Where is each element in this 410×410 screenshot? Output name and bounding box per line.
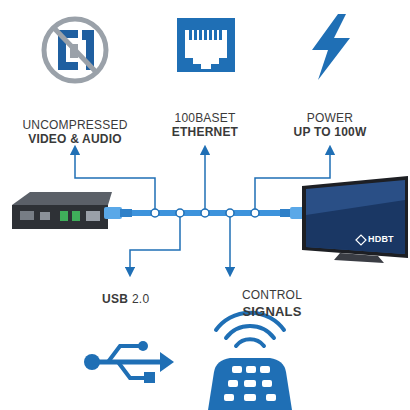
remote-icon xyxy=(208,313,292,410)
tv-screen-shade xyxy=(306,200,405,254)
hdbt-logo-mark xyxy=(356,235,366,245)
remote-buttons xyxy=(224,366,276,401)
tv-stand xyxy=(334,253,384,263)
logo-text: HDBT xyxy=(368,234,394,245)
device-port xyxy=(40,212,50,220)
prohibition-bar xyxy=(54,28,96,72)
tap-points xyxy=(151,209,259,217)
rj45-plug xyxy=(104,207,122,219)
usb-branch xyxy=(118,362,146,378)
usb-stem xyxy=(92,360,160,365)
usb-tip xyxy=(138,341,148,351)
port-body xyxy=(177,18,235,72)
remote-body xyxy=(208,358,292,410)
feature-label: UP TO 100W xyxy=(294,125,367,139)
port-jack xyxy=(185,30,227,69)
tv-display xyxy=(302,176,408,263)
feature-label: CONTROL xyxy=(242,288,302,302)
device-front xyxy=(12,205,108,229)
feature-label: SIGNALS xyxy=(242,304,301,319)
prohibition-circle xyxy=(44,19,106,81)
feature-label: ETHERNET xyxy=(172,125,238,139)
leader-line xyxy=(130,213,180,272)
extender-device xyxy=(12,192,112,229)
usb-branch xyxy=(108,346,140,362)
feature-label: POWER xyxy=(307,111,353,125)
tv-screen xyxy=(306,180,405,254)
hdbaset-cable xyxy=(104,207,308,219)
device-port xyxy=(86,211,100,221)
leader-lines xyxy=(75,150,330,272)
rj45-boot xyxy=(120,209,132,217)
leader-line xyxy=(204,150,206,213)
cat-cable-icon xyxy=(44,19,106,81)
device-terminal xyxy=(72,211,80,221)
power-bolt-icon xyxy=(312,14,350,80)
usb-head xyxy=(160,352,174,372)
ethernet-port-icon xyxy=(177,18,235,72)
device-top xyxy=(12,192,112,205)
feature-label: 2.0 xyxy=(132,292,149,306)
usb-tip xyxy=(144,372,155,383)
cable-line xyxy=(130,210,282,216)
port-pins xyxy=(189,30,222,40)
device-terminal xyxy=(60,211,68,221)
usb-icon xyxy=(84,341,174,383)
leader-line xyxy=(229,213,231,272)
feature-label: VIDEO & AUDIO xyxy=(28,132,122,146)
tv-bezel xyxy=(302,176,408,258)
feature-label: USB xyxy=(102,292,128,306)
device-port xyxy=(20,211,34,220)
feature-label: 100BASET xyxy=(175,111,236,125)
feature-label: UNCOMPRESSED xyxy=(22,118,127,132)
